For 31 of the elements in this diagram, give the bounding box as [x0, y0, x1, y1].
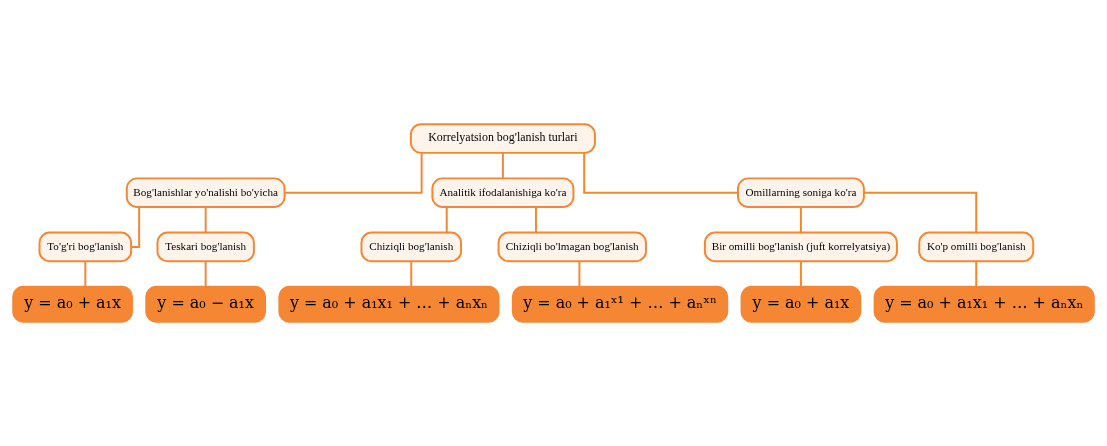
- connector: [204, 260, 207, 288]
- node-box: Teskari bog'lanish: [156, 231, 255, 263]
- connector: [84, 260, 87, 288]
- node-box: y = a₀ + a₁x₁ + … + aₙxₙ: [873, 285, 1095, 323]
- connector: [799, 260, 802, 288]
- node-box: To'g'ri bog'lanish: [38, 231, 133, 263]
- node-box: Bog'lanishlar yo'nalishi bo'yicha: [125, 177, 286, 209]
- connector: [501, 152, 504, 180]
- node-box: Chiziqli bog'lanish: [360, 231, 463, 263]
- node-box: y = a₀ + a₁x₁ + … + aₙxₙ: [278, 285, 500, 323]
- connector: [862, 191, 978, 234]
- connector: [410, 260, 413, 288]
- node-box: y = a₀ + a₁x: [740, 285, 862, 323]
- connector: [578, 260, 581, 288]
- connector: [204, 206, 207, 234]
- connector: [799, 206, 802, 234]
- node-box: y = a₀ + a₁ˣ¹ + … + aₙˣⁿ: [511, 285, 729, 323]
- connector: [534, 206, 537, 234]
- node-box: y = a₀ − a₁x: [145, 285, 267, 323]
- connector: [975, 260, 978, 288]
- node-box: Omillarning soniga ko'ra: [737, 177, 865, 209]
- connector: [130, 206, 141, 248]
- node-box: Korrelyatsion bog'lanish turlari: [409, 123, 596, 154]
- connector: [283, 152, 423, 194]
- node-box: Ko'p omilli bog'lanish: [918, 231, 1035, 263]
- node-box: Chiziqli bo'lmagan bog'lanish: [497, 231, 647, 263]
- connector: [445, 206, 448, 234]
- node-box: Analitik ifodalanishiga ko'ra: [431, 177, 575, 209]
- node-box: Bir omilli bog'lanish (juft korrelyatsiya): [703, 231, 898, 263]
- node-box: y = a₀ + a₁x: [12, 285, 133, 323]
- connector: [583, 152, 739, 194]
